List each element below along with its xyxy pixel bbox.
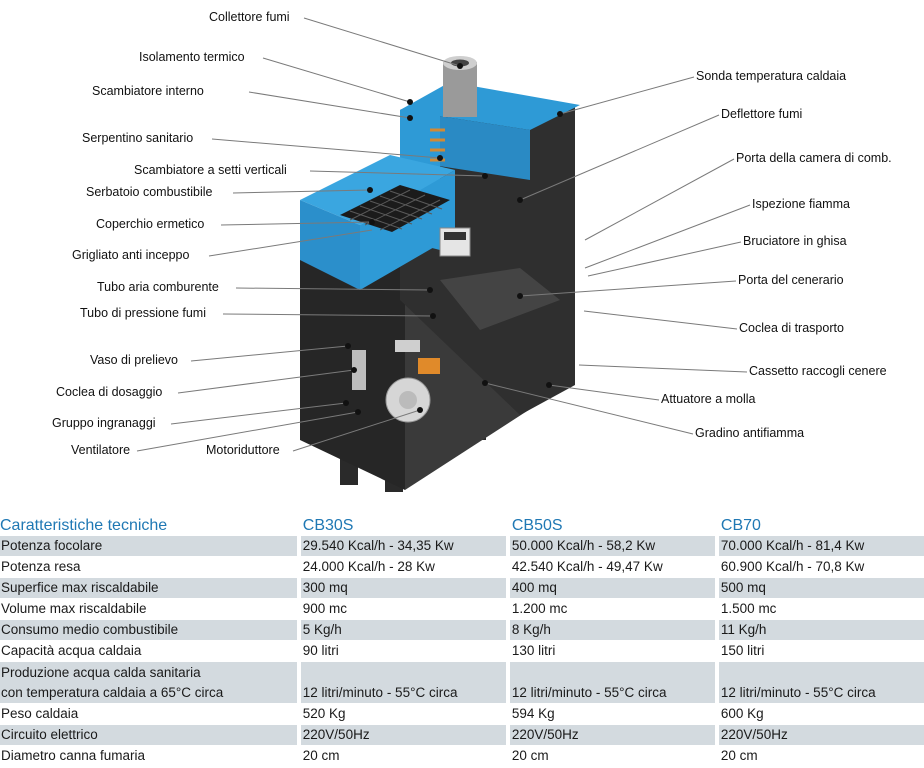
technical-specs-table: Caratteristiche tecniche CB30S CB50S CB7… [0,513,924,767]
label-attuatore-molla: Attuatore a molla [661,392,756,406]
cell-value: 24.000 Kcal/h - 28 Kw [296,556,508,578]
table-row: Consumo medio combustibile 5 Kg/h 8 Kg/h… [0,619,924,641]
label-coclea-dosaggio: Coclea di dosaggio [56,385,163,399]
label-deflettore-fumi: Deflettore fumi [721,107,803,121]
label-grigliato-anti-inceppo: Grigliato anti inceppo [72,248,190,262]
cell-value: 20 cm [714,745,924,767]
cell-value: 60.900 Kcal/h - 70,8 Kw [714,556,924,578]
specs-header-label: Caratteristiche tecniche [0,517,168,534]
label-coclea-trasporto: Coclea di trasporto [739,321,844,335]
label-gradino-antifiamma: Gradino antifiamma [695,426,805,440]
table-row: Volume max riscaldabile 900 mc 1.200 mc … [0,598,924,620]
cell-value: 8 Kg/h [505,619,717,641]
label-scambiatore-setti: Scambiatore a setti verticali [134,163,287,177]
cell-value: 29.540 Kcal/h - 34,35 Kw [296,536,508,557]
table-row: Capacità acqua caldaia 90 litri 130 litr… [0,640,924,662]
cell-value: 520 Kg [296,703,508,725]
label-tubo-pressione-fumi: Tubo di pressione fumi [80,306,206,320]
specs-header-cb50s: CB50S [511,517,563,534]
cell-value: 12 litri/minuto - 55°C circa [505,661,717,704]
boiler-cutaway-diagram: Collettore fumi Isolamento termico Scamb… [52,10,892,492]
label-ventilatore: Ventilatore [71,443,131,457]
label-cassetto-cenere: Cassetto raccogli cenere [749,364,887,378]
cell-value: 594 Kg [505,703,717,725]
cell-value: 220V/50Hz [714,724,924,746]
row-label: Potenza focolare [0,536,299,557]
cell-value: 90 litri [296,640,508,662]
row-label: Circuito elettrico [0,724,299,746]
cell-value: 130 litri [505,640,717,662]
cell-value: 20 cm [296,745,508,767]
label-isolamento-termico: Isolamento termico [139,50,245,64]
label-ispezione-fiamma: Ispezione fiamma [752,197,850,211]
row-label: Capacità acqua caldaia [0,640,299,662]
table-row: Produzione acqua calda sanitaria con tem… [0,661,924,704]
cell-value: 20 cm [505,745,717,767]
label-coperchio-ermetico: Coperchio ermetico [96,217,205,231]
specs-header-cb70: CB70 [720,517,761,534]
label-serpentino-sanitario: Serpentino sanitario [82,131,194,145]
cell-value: 220V/50Hz [505,724,717,746]
row-label-line2: con temperatura caldaia a 65°C circa [1,685,224,700]
label-bruciatore-ghisa: Bruciatore in ghisa [743,234,847,248]
label-tubo-aria-comburente: Tubo aria comburente [97,280,219,294]
row-label-line1: Produzione acqua calda sanitaria [1,665,201,680]
table-row: Potenza resa 24.000 Kcal/h - 28 Kw 42.54… [0,556,924,578]
cell-value: 150 litri [714,640,924,662]
cell-value: 1.500 mc [714,598,924,620]
cell-value: 12 litri/minuto - 55°C circa [714,661,924,704]
cell-value: 70.000 Kcal/h - 81,4 Kw [714,536,924,557]
row-label: Diametro canna fumaria [0,745,299,767]
label-vaso-prelievo: Vaso di prelievo [90,353,179,367]
table-row: Peso caldaia 520 Kg 594 Kg 600 Kg [0,703,924,725]
row-label: Potenza resa [0,556,299,578]
label-porta-camera-comb: Porta della camera di comb. [736,151,892,165]
cell-value: 42.540 Kcal/h - 49,47 Kw [505,556,717,578]
boiler-illustration [136,17,751,492]
label-collettore-fumi: Collettore fumi [209,10,290,24]
cell-value: 50.000 Kcal/h - 58,2 Kw [505,536,717,557]
cell-value: 11 Kg/h [714,619,924,641]
cell-value: 500 mq [714,577,924,599]
label-motoriduttore: Motoriduttore [206,443,280,457]
specs-header-row: Caratteristiche tecniche CB30S CB50S CB7… [0,513,924,536]
label-porta-cenerario: Porta del cenerario [738,273,844,287]
cell-value: 600 Kg [714,703,924,725]
specs-header-cb30s: CB30S [302,517,354,534]
row-label: Superfice max riscaldabile [0,577,299,599]
table-row: Diametro canna fumaria 20 cm 20 cm 20 cm [0,745,924,767]
table-row: Superfice max riscaldabile 300 mq 400 mq… [0,577,924,599]
cell-value: 12 litri/minuto - 55°C circa [296,661,508,704]
row-label: Consumo medio combustibile [0,619,299,641]
row-label: Produzione acqua calda sanitaria con tem… [0,661,299,704]
row-label: Peso caldaia [0,703,299,725]
label-serbatoio-combustibile: Serbatoio combustibile [86,185,213,199]
cell-value: 1.200 mc [505,598,717,620]
table-row: Circuito elettrico 220V/50Hz 220V/50Hz 2… [0,724,924,746]
cell-value: 900 mc [296,598,508,620]
cell-value: 5 Kg/h [296,619,508,641]
row-label: Volume max riscaldabile [0,598,299,620]
cell-value: 400 mq [505,577,717,599]
cell-value: 300 mq [296,577,508,599]
label-gruppo-ingranaggi: Gruppo ingranaggi [52,416,156,430]
label-sonda-temperatura: Sonda temperatura caldaia [696,69,847,83]
label-scambiatore-interno: Scambiatore interno [92,84,204,98]
table-row: Potenza focolare 29.540 Kcal/h - 34,35 K… [0,536,924,557]
cell-value: 220V/50Hz [296,724,508,746]
